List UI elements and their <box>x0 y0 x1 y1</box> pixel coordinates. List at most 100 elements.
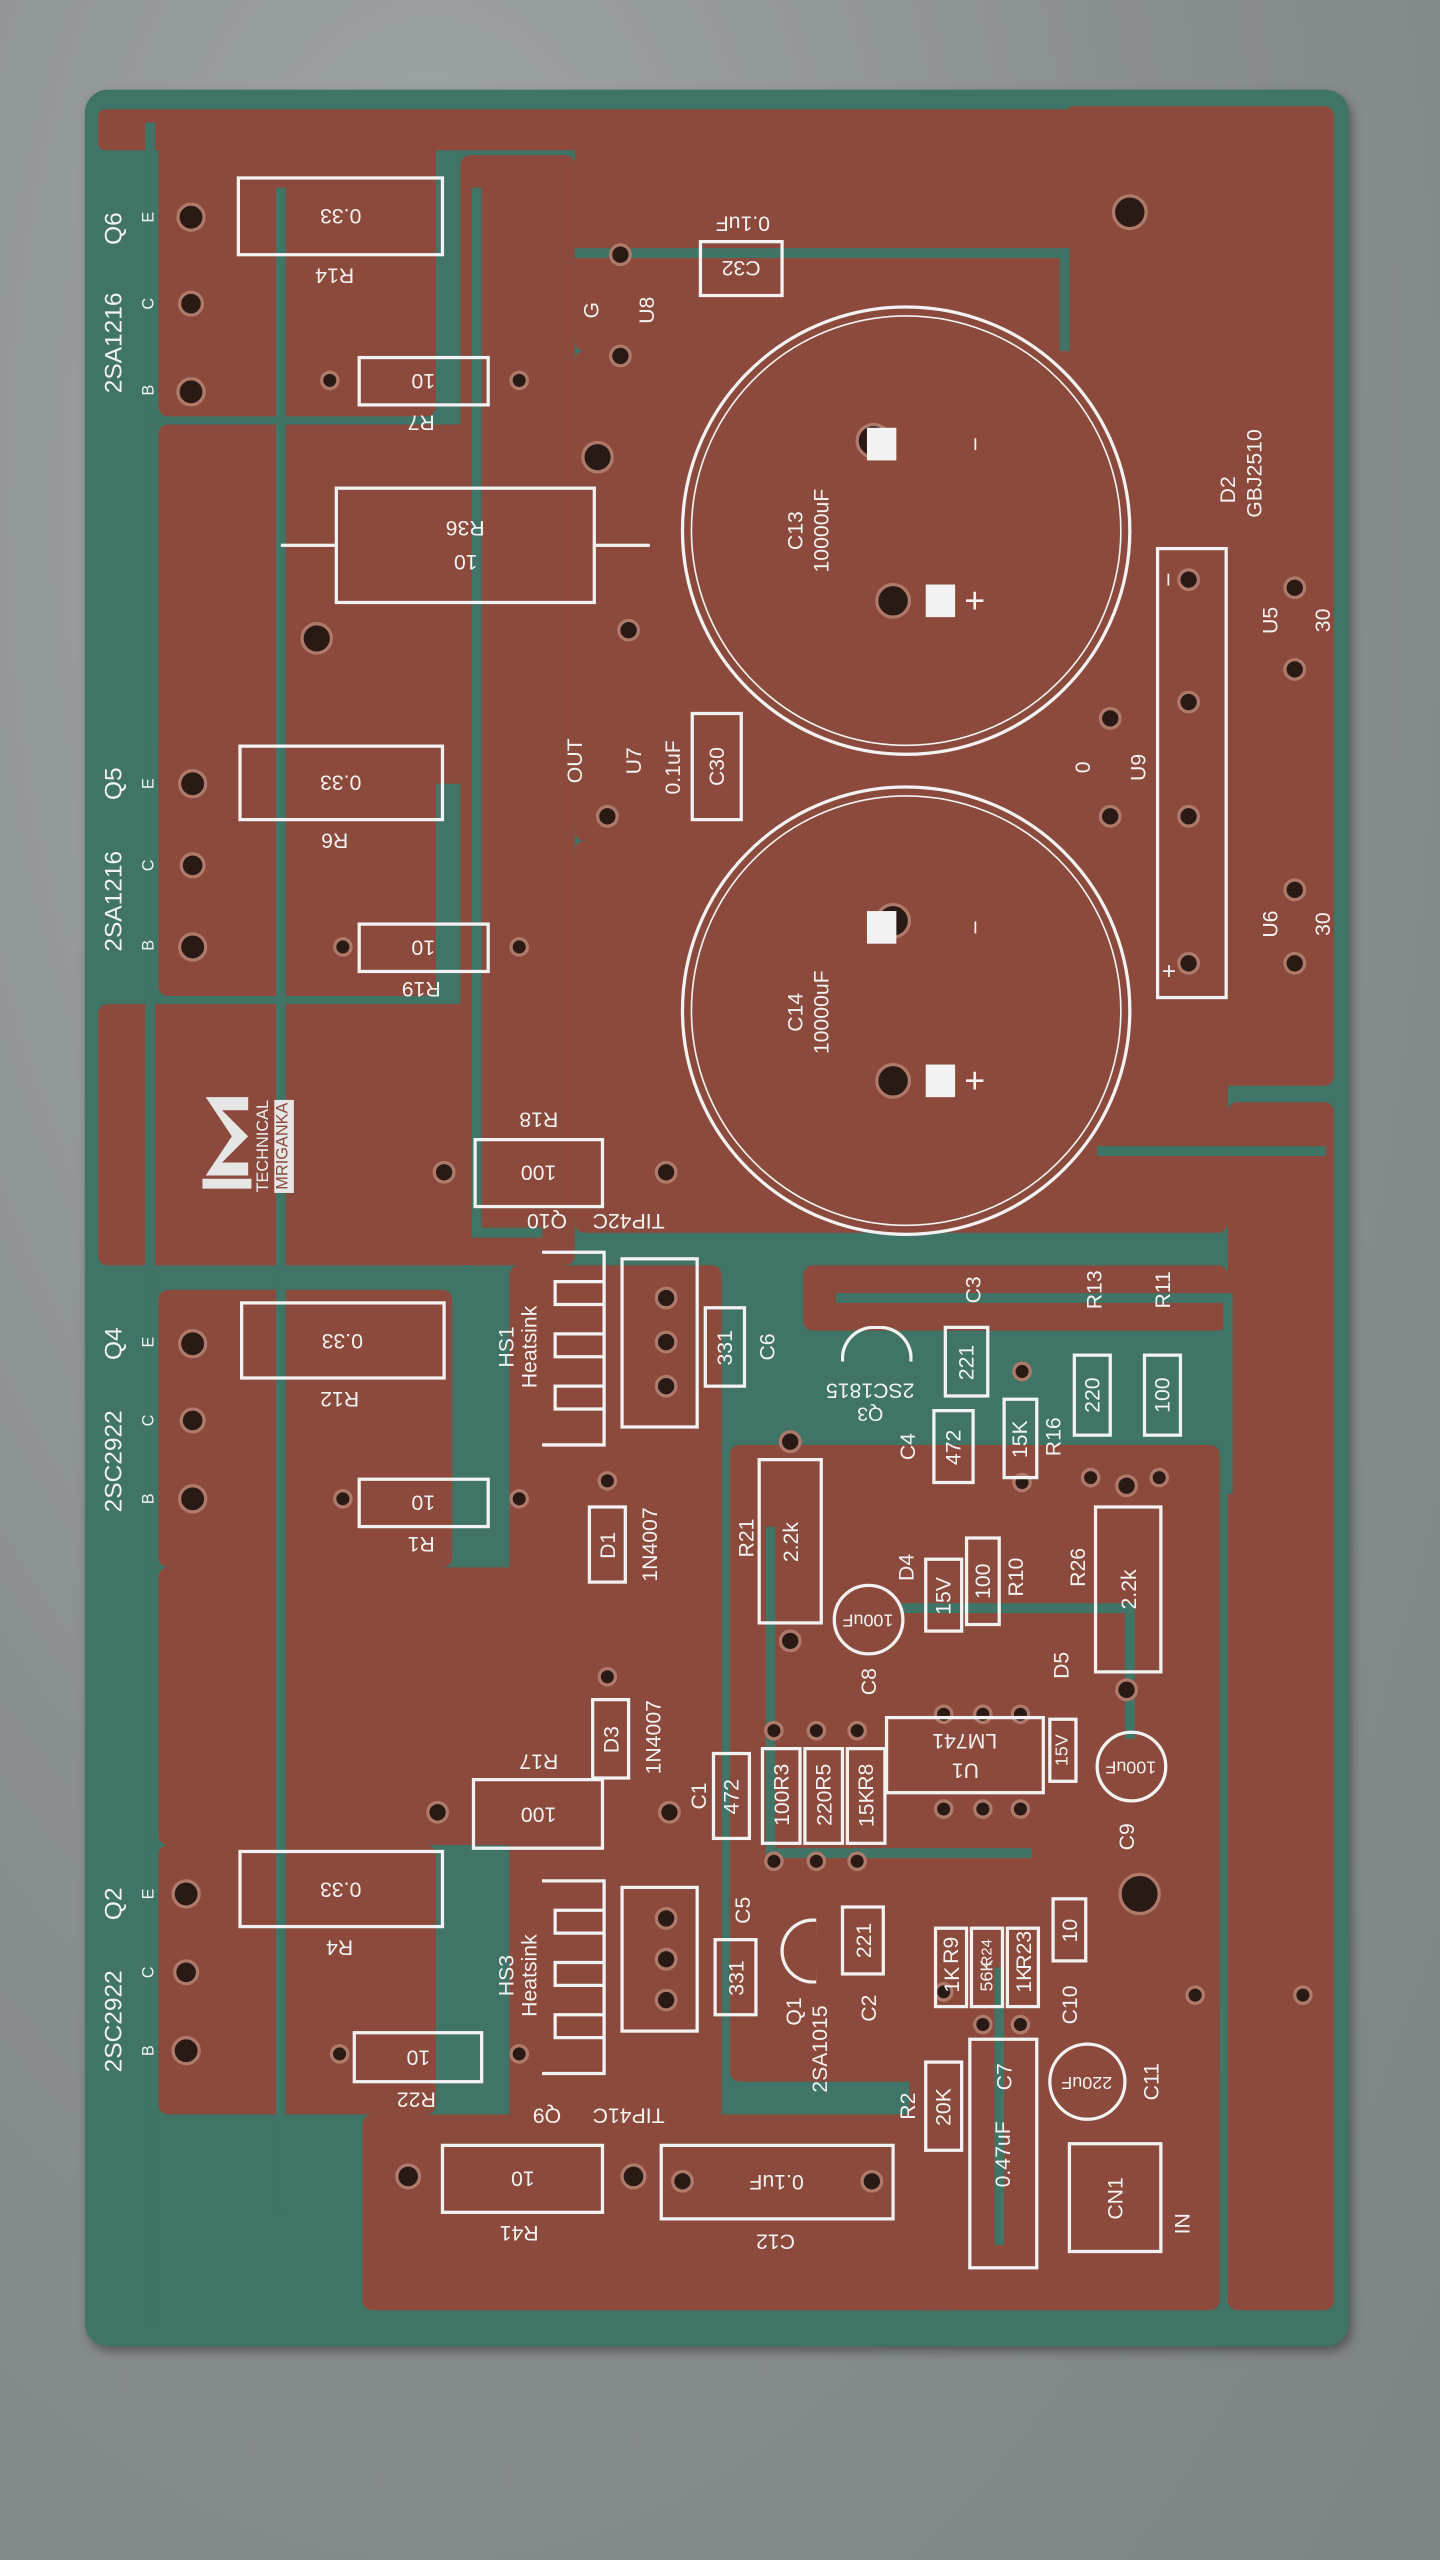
q10-ref: Q10 <box>526 1209 568 1234</box>
pad-hole <box>176 377 206 407</box>
logo-mriganka-text: MRIGANKA <box>274 1099 294 1193</box>
c9-outline: 100uF <box>1095 1730 1168 1803</box>
pad-hole <box>973 2014 993 2035</box>
pad-hole <box>179 1407 206 1434</box>
r26-value: 2.2k <box>1115 1569 1141 1610</box>
c9-value: 100uF <box>1105 1756 1157 1777</box>
pad-hole <box>847 1720 867 1741</box>
hs1-ref: HS1 <box>493 1326 519 1368</box>
c12-ref: C12 <box>756 2229 796 2254</box>
d3-ref: D3 <box>598 1725 623 1753</box>
c30-outline: C30 <box>690 711 743 822</box>
c12-value: 0.1uF <box>750 2169 805 2195</box>
pad-hole <box>177 290 205 317</box>
r41-outline: 10 <box>440 2143 605 2214</box>
r1-ref: R1 <box>407 1532 435 1557</box>
r7-ref: R7 <box>407 410 435 436</box>
pad-hole <box>1177 568 1201 592</box>
r23-ref: R23 <box>1010 1930 1036 1970</box>
pad-hole <box>806 1720 827 1741</box>
r5-value: 220 <box>811 1790 836 1826</box>
u9-value: 0 <box>1070 761 1095 774</box>
c32-outline: C32 <box>698 240 784 298</box>
r18-ref: R18 <box>519 1107 559 1133</box>
pad-hole <box>608 344 632 368</box>
pad-hole <box>654 1160 678 1184</box>
pad-hole <box>1149 1467 1170 1488</box>
c7-outline: 0.47uF <box>968 2037 1039 2270</box>
pad-hole <box>657 1800 681 1824</box>
pad-hole <box>426 1800 449 1824</box>
c1-outline: 472 <box>711 1751 752 1841</box>
cn1-connector-outline[interactable]: CN1 <box>1067 2142 1163 2254</box>
c14-minus: − <box>962 920 991 935</box>
r14-value: 0.33 <box>319 204 362 229</box>
c11-value: 220uF <box>1061 2071 1113 2092</box>
r36-ref: R36 <box>445 515 485 541</box>
r6-outline: 0.33 <box>238 744 445 822</box>
r5-ref: R5 <box>811 1763 836 1791</box>
pad-hole <box>764 1720 784 1741</box>
pad-hole <box>654 1374 678 1398</box>
pad-hole <box>620 2163 647 2190</box>
hs1-heatsink-label: Heatsink <box>516 1305 542 1389</box>
q5-part: 2SA1216 <box>100 850 129 952</box>
r4-value: 0.33 <box>320 1876 362 1902</box>
r19-value: 10 <box>411 935 436 961</box>
r9-ref: R9 <box>938 1936 964 1964</box>
pad-hole <box>1111 194 1148 231</box>
c14-ref: C14 <box>782 992 808 1032</box>
c30-value: 0.1uF <box>660 740 685 795</box>
q6-ref: Q6 <box>100 212 129 245</box>
c5-value: 331 <box>723 1959 748 1995</box>
c13-ref: C13 <box>782 511 808 551</box>
r2-outline: 20K <box>924 2060 964 2152</box>
d1-ref: D1 <box>595 1530 620 1559</box>
pad-hole <box>860 2169 884 2193</box>
u5-ref: U5 <box>1257 606 1283 634</box>
r16-value: 15K <box>1008 1419 1033 1458</box>
r36-lead <box>280 543 335 547</box>
pad-hole <box>177 1329 208 1359</box>
c13-minus: − <box>962 436 991 452</box>
c2-ref: C2 <box>856 1994 881 2022</box>
pad-hole <box>1177 951 1201 975</box>
c2-outline: 221 <box>840 1905 885 1976</box>
cn1-in-label: IN <box>1169 2213 1195 2235</box>
d2-minus: − <box>1155 572 1183 587</box>
r4-ref: R4 <box>326 1935 354 1961</box>
logo: TECHNICAL MRIGANKA <box>199 1091 300 1202</box>
d4-value: 15V <box>931 1576 956 1615</box>
pad-hole <box>1283 878 1307 902</box>
r36-value: 10 <box>453 550 478 575</box>
d1-outline: D1 <box>587 1505 627 1584</box>
u6-ref: U6 <box>1257 910 1283 938</box>
c9-ref: C9 <box>1114 1823 1139 1851</box>
r12-value: 0.33 <box>322 1328 364 1353</box>
c1-ref: C1 <box>686 1782 712 1810</box>
pad-hole <box>329 2044 350 2064</box>
q3-ref: Q3 <box>857 1402 884 1426</box>
hs3-ref: HS3 <box>493 1954 519 1997</box>
c4-ref: C4 <box>895 1433 921 1461</box>
c7-ref: C7 <box>991 2063 1017 2091</box>
r22-outline: 10 <box>352 2031 484 2084</box>
pad-hole <box>1010 1799 1031 1819</box>
r19-outline: 10 <box>357 922 490 974</box>
pad-hole <box>764 1851 784 1872</box>
hs3-heatsink-label: Heatsink <box>516 1934 542 2017</box>
q1-part: 2SA1015 <box>807 2005 832 2093</box>
pad-hole <box>933 1799 954 1819</box>
pad-hole <box>778 1430 802 1454</box>
pad-hole <box>1185 1985 1205 2005</box>
r11-ref: R11 <box>1150 1271 1175 1309</box>
pad-hole <box>608 243 632 267</box>
q2-pin-c: C <box>140 1966 159 1979</box>
d1-part: 1N4007 <box>637 1507 663 1582</box>
pad-hole <box>509 1489 529 1509</box>
q10-outline <box>620 1257 699 1429</box>
